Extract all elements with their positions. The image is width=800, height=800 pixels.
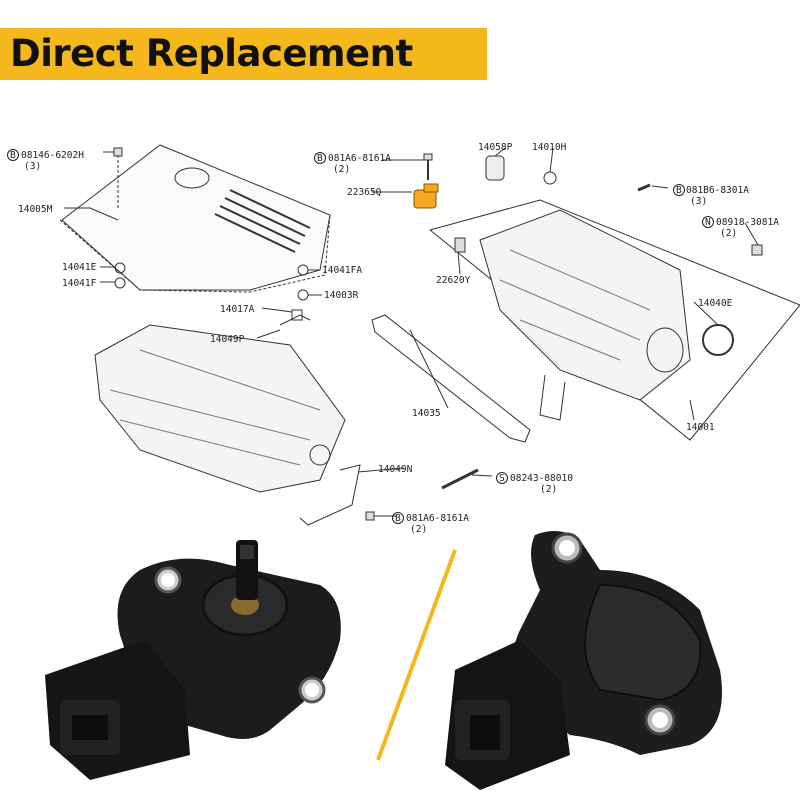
label-14040E: 14040E (698, 298, 733, 309)
sym-b-3: B (676, 185, 682, 196)
label-081A6-top-qty: (2) (333, 164, 350, 175)
gasket-14035 (371, 314, 531, 443)
label-08918-qty: (2) (720, 228, 737, 239)
bracket-14049N (299, 464, 361, 526)
sym-b-1: B (10, 150, 16, 161)
sym-b-4: B (395, 513, 401, 524)
o-ring-14040E (702, 324, 734, 356)
label-14049N: 14049N (378, 464, 413, 475)
sym-b-2: B (317, 153, 323, 164)
label-14017A: 14017A (220, 304, 255, 315)
sensor-photo-left (45, 540, 341, 780)
label-14041FA: 14041FA (322, 265, 362, 276)
sensor-highlight (413, 189, 437, 209)
label-08146-qty: (3) (24, 161, 41, 172)
title-banner: Direct Replacement (0, 28, 487, 80)
label-14010H: 14010H (532, 142, 567, 153)
label-14058P: 14058P (478, 142, 513, 153)
sensor-photo-right (445, 531, 722, 790)
sensor-22365Q-highlight (413, 183, 439, 209)
label-08918: 08918-3081A (716, 217, 779, 228)
intake-manifold (479, 209, 691, 401)
label-22620Y: 22620Y (436, 275, 471, 286)
banner-title: Direct Replacement (10, 32, 413, 75)
label-14003R: 14003R (324, 290, 359, 301)
sym-s: S (499, 473, 505, 484)
product-photos (45, 531, 722, 790)
label-14035: 14035 (412, 408, 441, 419)
label-14001: 14001 (686, 422, 715, 433)
label-14049P: 14049P (210, 334, 245, 345)
label-08243: 08243-88010 (510, 473, 573, 484)
label-081A6-bot: 081A6-8161A (406, 513, 469, 524)
parts-diagram: B B B N S B 08146-6202H (3) 14005M 081A6… (7, 142, 800, 535)
label-14041E: 14041E (62, 262, 97, 273)
label-08243-qty: (2) (540, 484, 557, 495)
label-081B6: 081B6-8301A (686, 185, 749, 196)
label-081A6-top: 081A6-8161A (328, 153, 391, 164)
label-14005M: 14005M (18, 204, 53, 215)
label-081B6-qty: (3) (690, 196, 707, 207)
divider-line (376, 549, 457, 761)
stud-08243 (441, 468, 479, 490)
label-081A6-bot-qty: (2) (410, 524, 427, 535)
cylinder-head (94, 324, 346, 493)
sym-n: N (705, 217, 711, 228)
label-08146: 08146-6202H (21, 150, 84, 161)
label-22365Q: 22365Q (347, 187, 382, 198)
label-14041F: 14041F (62, 278, 97, 289)
